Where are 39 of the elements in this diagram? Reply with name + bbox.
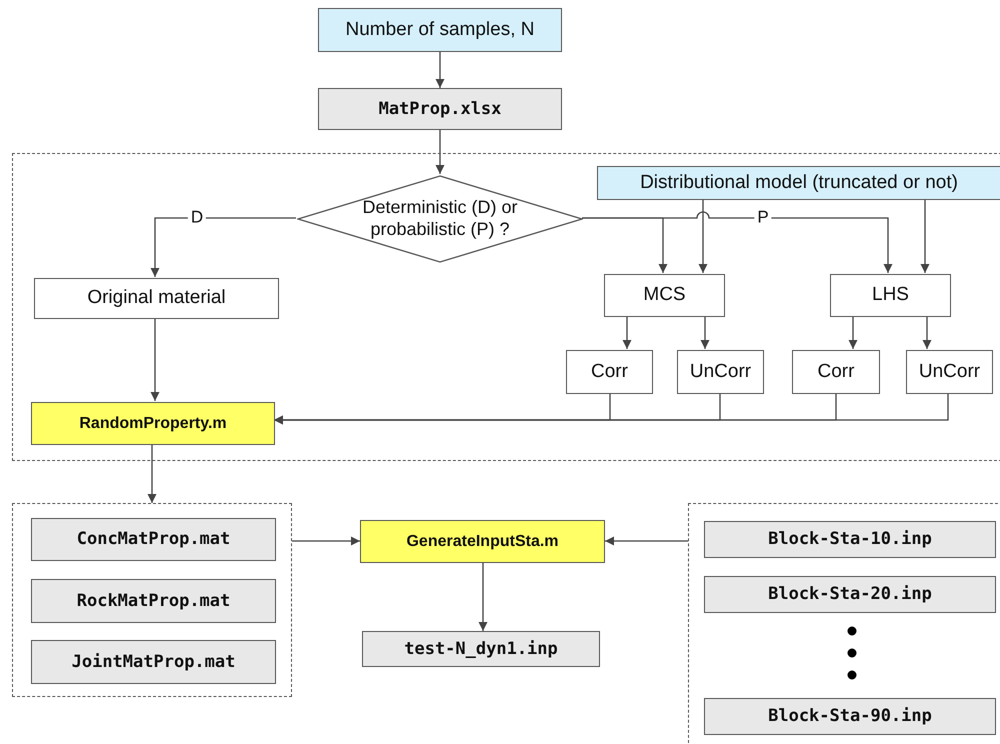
arrow: [582, 211, 892, 273]
arrow: [150, 217, 296, 277]
process-box: ConcMatProp.mat: [31, 518, 276, 561]
process-box: Corr: [566, 350, 653, 394]
arrow: [478, 563, 488, 631]
process-box: test-N_dyn1.inp: [362, 631, 600, 667]
process-box: RandomProperty.m: [31, 402, 275, 445]
decision-diamond: Deterministic (D) or probabilistic (P) ?: [297, 175, 583, 263]
arrow: [274, 393, 949, 424]
arrow: [698, 199, 708, 273]
arrow: [436, 52, 444, 88]
arrow: [605, 536, 688, 546]
process-box: Block-Sta-10.inp: [704, 521, 996, 558]
process-box: GenerateInputSta.m: [360, 520, 605, 563]
process-box: UnCorr: [677, 350, 764, 394]
arrow: [150, 318, 160, 401]
dashed-group-box: [688, 503, 1000, 744]
process-box: Original material: [34, 278, 279, 319]
process-box: Distributional model (truncated or not): [597, 166, 1000, 200]
arrow: [292, 536, 360, 546]
arrow: [920, 199, 930, 273]
dashed-group-box: [12, 153, 1000, 461]
arrow: [436, 130, 444, 174]
process-box: Block-Sta-20.inp: [704, 576, 996, 613]
dashed-group-box: [12, 503, 292, 697]
process-box: Block-Sta-90.inp: [704, 698, 996, 735]
arrow: [700, 316, 710, 349]
process-box: UnCorr: [906, 350, 993, 394]
process-box: Number of samples, N: [318, 8, 562, 52]
arrow: [922, 316, 932, 349]
process-box: MCS: [604, 274, 725, 317]
process-box: RockMatProp.mat: [31, 579, 276, 623]
process-box: JointMatProp.mat: [31, 640, 276, 684]
arrow: [622, 316, 632, 349]
arrow: [148, 444, 156, 503]
process-box: Corr: [792, 350, 880, 394]
process-box: MatProp.xlsx: [318, 88, 562, 130]
process-box: LHS: [830, 274, 951, 317]
arrow: [848, 316, 858, 349]
